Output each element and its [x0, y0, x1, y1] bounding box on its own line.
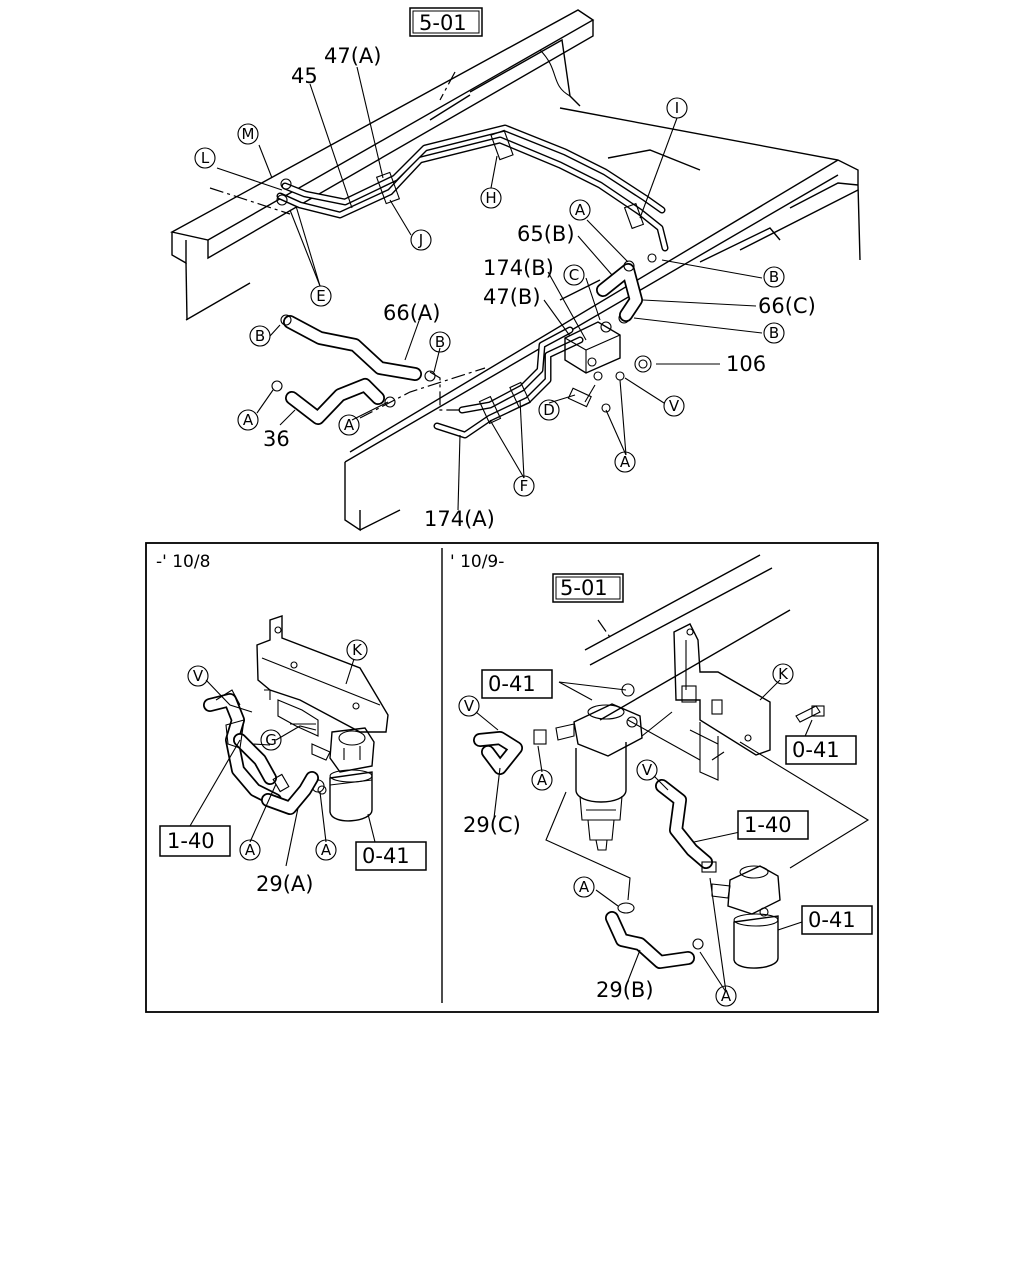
leader-lines-top: [216, 66, 763, 511]
inset-left-label: -' 10/8: [156, 552, 210, 572]
svg-text:B: B: [769, 268, 779, 286]
callout-d-1: [538, 399, 560, 421]
callout-a-2: [237, 409, 259, 431]
ref-box-0-41-d: [801, 905, 873, 935]
svg-text:J: J: [418, 231, 423, 249]
callouts-top: M L E J H I A B C B B B D V A A A F: [194, 97, 785, 497]
svg-text:A: A: [243, 411, 254, 429]
inset-right-label: ' 10/9-: [450, 552, 504, 572]
ref-box-0-41-b: [481, 669, 553, 699]
ref-box-5-01-right: [552, 573, 624, 603]
callout-g-1: [260, 729, 282, 751]
part-47a-label: 47(A): [324, 44, 381, 68]
svg-text:E: E: [316, 287, 325, 305]
callout-a-5: [239, 839, 261, 861]
fuel-pipes-upper: [276, 124, 669, 263]
part-106-label: 106: [726, 352, 766, 376]
callout-a-7: [531, 769, 553, 791]
callout-l: [194, 147, 216, 169]
svg-text:B: B: [769, 324, 779, 342]
ref-box-5-01-top: [409, 7, 483, 37]
inset-frame: [145, 542, 879, 1013]
callout-a-1: [569, 199, 591, 221]
callout-j: [410, 229, 432, 251]
part-66c-label: 66(C): [758, 294, 816, 318]
svg-text:K: K: [778, 665, 789, 683]
callout-a-4: [614, 451, 636, 473]
callout-v-3: [458, 695, 480, 717]
svg-text:V: V: [669, 397, 680, 415]
part-45-label: 45: [291, 64, 318, 88]
fuel-pipes-lower: [433, 312, 630, 439]
svg-text:A: A: [321, 841, 332, 859]
ref-0-41-c-label: 0-41: [792, 738, 840, 762]
callout-m: [237, 123, 259, 145]
part-29c-label: 29(C): [463, 813, 521, 837]
part-174b-label: 174(B): [483, 256, 554, 280]
ref-box-1-40-a: [159, 825, 231, 857]
part-29a-label: 29(A): [256, 872, 313, 896]
callout-k-1: [346, 639, 368, 661]
callout-a-9: [715, 985, 737, 1007]
svg-text:D: D: [543, 401, 555, 419]
left-inset-drawing: [189, 615, 389, 867]
callout-b-3: [249, 325, 271, 347]
callout-a-8: [573, 876, 595, 898]
svg-text:A: A: [344, 416, 355, 434]
chassis-frame: [170, 9, 861, 532]
svg-text:G: G: [265, 731, 277, 749]
svg-text:I: I: [675, 99, 679, 117]
svg-text:A: A: [575, 201, 586, 219]
callout-c-1: [563, 264, 585, 286]
ref-0-41-d-label: 0-41: [808, 908, 856, 932]
ref-box-0-41-c: [785, 735, 857, 765]
svg-text:A: A: [537, 771, 548, 789]
svg-text:A: A: [620, 453, 631, 471]
callouts-left-inset: K V G A A: [187, 639, 368, 861]
svg-text:H: H: [485, 189, 496, 207]
svg-text:B: B: [435, 333, 445, 351]
part-29b-label: 29(B): [596, 978, 654, 1002]
callout-a-3: [338, 414, 360, 436]
ref-box-0-41-a: [355, 841, 427, 871]
svg-text:A: A: [721, 987, 732, 1005]
svg-text:A: A: [245, 841, 256, 859]
callout-i: [666, 97, 688, 119]
svg-text:V: V: [464, 697, 475, 715]
part-174a-label: 174(A): [424, 507, 495, 531]
callout-b-2: [763, 322, 785, 344]
callout-a-6: [315, 839, 337, 861]
part-66a-label: 66(A): [383, 301, 440, 325]
svg-text:V: V: [642, 761, 653, 779]
callout-k-2: [772, 663, 794, 685]
callout-f-1: [513, 475, 535, 497]
callout-b-1: [763, 266, 785, 288]
callout-b-4: [429, 331, 451, 353]
svg-text:C: C: [569, 266, 579, 284]
ref-1-40-b-label: 1-40: [744, 813, 792, 837]
callout-v-4: [636, 759, 658, 781]
ref-0-41-b-label: 0-41: [488, 672, 536, 696]
part-47b-label: 47(B): [483, 285, 541, 309]
part-65b-label: 65(B): [517, 222, 575, 246]
svg-text:M: M: [242, 125, 255, 143]
svg-text:B: B: [255, 327, 265, 345]
ref-box-1-40-b: [737, 810, 809, 840]
callout-h: [480, 187, 502, 209]
callout-v-2: [187, 665, 209, 687]
ref-0-41-a-label: 0-41: [362, 844, 410, 868]
callout-v-1: [663, 395, 685, 417]
part-36-label: 36: [263, 427, 290, 451]
svg-text:A: A: [579, 878, 590, 896]
svg-text:F: F: [520, 477, 529, 495]
ref-1-40-a-label: 1-40: [167, 829, 215, 853]
svg-text:L: L: [201, 149, 210, 167]
callout-e: [310, 285, 332, 307]
svg-text:K: K: [352, 641, 363, 659]
svg-text:V: V: [193, 667, 204, 685]
callouts-right-inset: V A K V A A: [458, 663, 794, 1007]
ref-5-01-right-label: 5-01: [560, 576, 608, 600]
ref-5-01-top-label: 5-01: [419, 11, 467, 35]
